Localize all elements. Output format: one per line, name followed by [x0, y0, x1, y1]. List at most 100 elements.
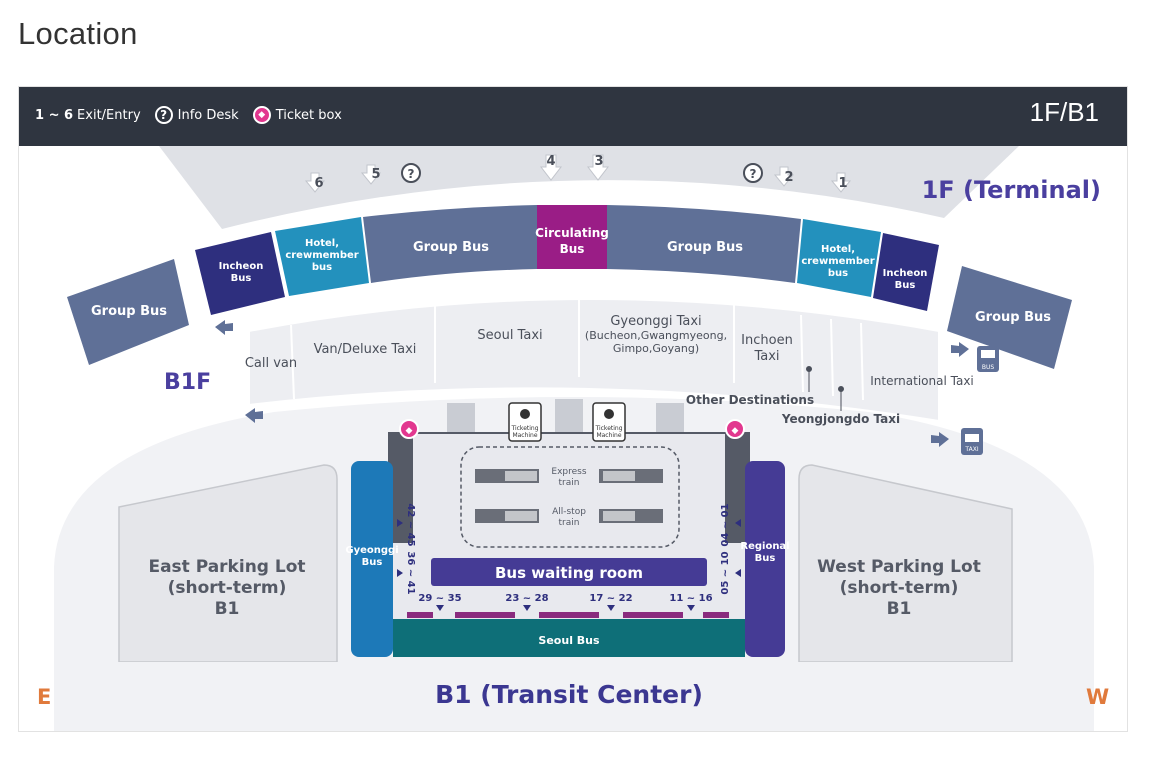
incheon-bus-label-right-2: Bus [895, 280, 916, 291]
hotel-bus-label-left-1: Hotel, [305, 238, 339, 249]
legend-ticket-label: Ticket box [275, 107, 342, 123]
ticketing-machine-icon: Ticketing Machine [592, 402, 626, 442]
seoul-bus-zone [393, 619, 745, 657]
train-area [460, 446, 680, 548]
gyeonggi-bus-zone [351, 461, 393, 657]
regional-bus-zone [745, 461, 785, 657]
all-stop-train-platform: All-stop train [475, 507, 663, 528]
all-stop-train-label-1: All-stop [552, 507, 586, 517]
bus-waiting-room-label: Bus waiting room [495, 564, 643, 582]
info-desk-icon: ? [743, 163, 763, 183]
east-parking-label-3: B1 [215, 599, 240, 619]
transit-center-label: B1 (Transit Center) [435, 680, 703, 709]
ticket-box-glyph-left: ◆ [406, 426, 413, 436]
gate-11-16-label: 11 ~ 16 [669, 593, 712, 604]
incheon-taxi-label-2: Taxi [753, 349, 779, 364]
international-taxi-label: International Taxi [870, 374, 974, 388]
group-bus-zone-left [363, 205, 537, 283]
group-bus-zone-east-outer [947, 266, 1072, 369]
hotel-bus-label-right-1: Hotel, [821, 244, 855, 255]
exit-arrow-5 [360, 164, 382, 185]
east-parking-lot [118, 464, 338, 663]
ticketing-machine-label-1-left: Ticketing [510, 425, 538, 432]
incheon-bus-label-right-1: Incheon [883, 268, 928, 279]
map-header: 1 ~ 6 Exit/Entry ? Info Desk ◆ Ticket bo… [19, 87, 1127, 146]
hotel-bus-zone-right [797, 219, 881, 297]
airport-map: Group Bus Incheon Bus Hotel, crewmember … [37, 146, 1109, 731]
ticketing-machine-icon: Ticketing Machine [508, 402, 542, 442]
group-bus-zone-right [607, 205, 801, 283]
incheon-bus-zone-left [195, 232, 285, 315]
exit-arrow-6 [304, 172, 326, 193]
taxi-icon-caption: TAXI [964, 446, 978, 453]
incheon-bus-label-left-2: Bus [231, 273, 252, 284]
ticketing-machine-label-2-left: Machine [512, 432, 537, 439]
west-parking-lot [798, 464, 1013, 663]
west-parking-label-2: (short-term) [840, 578, 959, 598]
gate-05-10-label: 05 ~ 10 [720, 551, 731, 594]
page-title: Location [18, 16, 138, 51]
hotel-bus-label-left-2: crewmember [285, 250, 358, 261]
east-parking-label-1: East Parking Lot [148, 557, 305, 577]
gate-17-22-label: 17 ~ 22 [589, 593, 632, 604]
gyeonggi-taxi-label-3: Gimpo,Goyang) [613, 342, 699, 355]
gyeonggi-bus-label-2: Bus [362, 557, 383, 568]
ticket-box-icon: ◆ [399, 419, 419, 439]
gyeonggi-taxi-label-2: (Bucheon,Gwangmyeong, [585, 329, 727, 342]
legend-exit-label: Exit/Entry [77, 107, 141, 123]
exit-1-label: 1 [838, 176, 847, 191]
group-bus-label-left: Group Bus [413, 240, 489, 255]
exit-6-label: 6 [314, 176, 323, 191]
legend-exit: 1 ~ 6 Exit/Entry [35, 108, 141, 123]
map-legend: 1 ~ 6 Exit/Entry ? Info Desk ◆ Ticket bo… [35, 87, 356, 143]
hotel-bus-zone-left [275, 217, 369, 296]
taxi-zone [248, 298, 940, 423]
group-bus-zone-west-outer [67, 259, 189, 365]
floor-label: 1F/B1 [1029, 97, 1099, 127]
east-direction-label: E [37, 685, 51, 709]
express-train-platform: Express train [475, 467, 663, 488]
map-bottom-band [54, 662, 1094, 731]
exit-4-label: 4 [546, 154, 555, 169]
incheon-bus-label-left-1: Incheon [219, 261, 264, 272]
express-train-label-2: train [559, 478, 580, 488]
ticketing-machine-label-1-right: Ticketing [594, 425, 622, 432]
gate-23-28-label: 23 ~ 28 [505, 593, 548, 604]
hotel-bus-label-left-3: bus [312, 262, 332, 273]
terminal-label: 1F (Terminal) [922, 176, 1101, 204]
west-parking-label-3: B1 [887, 599, 912, 619]
west-parking-label-1: West Parking Lot [817, 557, 981, 577]
exit-arrow-1 [830, 172, 852, 193]
legend-info: ? Info Desk [154, 106, 239, 124]
circulating-bus-label-1: Circulating [535, 226, 609, 240]
ticketing-machine-label-2-right: Machine [596, 432, 621, 439]
express-train-label-1: Express [551, 467, 586, 477]
call-van-label: Call van [245, 356, 297, 371]
van-deluxe-taxi-label: Van/Deluxe Taxi [314, 342, 417, 357]
gate-42-45-label: 42 ~ 45 [405, 503, 416, 546]
hotel-bus-label-right-2: crewmember [801, 256, 874, 267]
bus-icon-caption: BUS [982, 364, 995, 371]
exit-arrow-4 [539, 154, 563, 181]
transit-center-building [388, 432, 750, 624]
info-desk-glyph-right: ? [750, 167, 757, 181]
direction-arrow-icon [215, 320, 233, 335]
circulating-bus-zone [537, 205, 607, 269]
ticket-box-icon: ◆ [252, 106, 271, 124]
exit-3-label: 3 [594, 154, 603, 169]
direction-arrow-icon [931, 432, 949, 447]
ticket-box-glyph-right: ◆ [732, 426, 739, 436]
gate-36-41-label: 36 ~ 41 [405, 551, 416, 594]
exit-arrow-2 [773, 166, 795, 187]
hotel-bus-label-right-3: bus [828, 268, 848, 279]
ticket-box-icon: ◆ [725, 419, 745, 439]
legend-exit-range: 1 ~ 6 [35, 107, 74, 123]
bus-stop-icon: BUS [977, 346, 999, 372]
yeongjongdo-taxi-label: Yeongjongdo Taxi [781, 412, 900, 426]
gyeonggi-taxi-label-1: Gyeonggi Taxi [610, 314, 701, 329]
group-bus-label-west-outer: Group Bus [91, 304, 167, 319]
legend-info-label: Info Desk [177, 107, 239, 123]
map-frame: 1 ~ 6 Exit/Entry ? Info Desk ◆ Ticket bo… [18, 86, 1128, 732]
east-parking-label-2: (short-term) [168, 578, 287, 598]
info-desk-icon: ? [401, 163, 421, 183]
